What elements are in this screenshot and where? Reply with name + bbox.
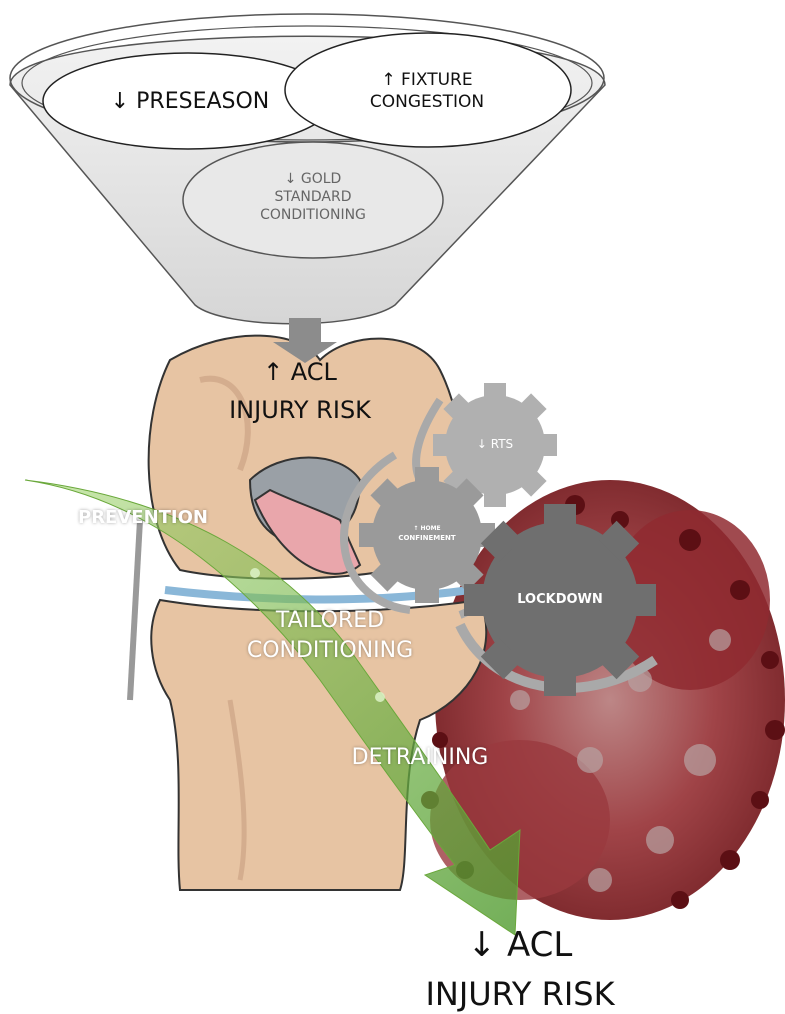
fixture-congestion-label-line1: ↑ FIXTURE — [352, 72, 502, 89]
funnel-icon — [10, 14, 605, 324]
rts-gear-label: ↓ RTS — [465, 438, 525, 450]
tailored-conditioning-label-line1: TAILORED — [245, 610, 415, 632]
tailored-conditioning-label-line2: CONDITIONING — [215, 640, 445, 662]
bottom-acl-risk-line1: ↓ ACL — [445, 928, 595, 962]
home-confinement-label-line2: CONFINEMENT — [382, 535, 472, 542]
bottom-acl-risk-line2: INJURY RISK — [395, 978, 645, 1010]
home-confinement-label-line1: ↑ HOME — [392, 526, 462, 532]
prevention-label: PREVENTION — [78, 509, 258, 527]
preseason-label: ↓ PRESEASON — [95, 91, 285, 113]
fixture-congestion-label-line2: CONGESTION — [352, 94, 502, 111]
detraining-label: DETRAINING — [325, 747, 515, 769]
top-acl-risk-line1: ↑ ACL — [240, 360, 360, 384]
gold-standard-label-line2: STANDARD — [243, 190, 383, 204]
top-acl-risk-line2: INJURY RISK — [200, 398, 400, 422]
gold-standard-label-line1: ↓ GOLD — [243, 172, 383, 186]
lockdown-label: LOCKDOWN — [500, 593, 620, 606]
gold-standard-label-line3: CONDITIONING — [233, 208, 393, 222]
